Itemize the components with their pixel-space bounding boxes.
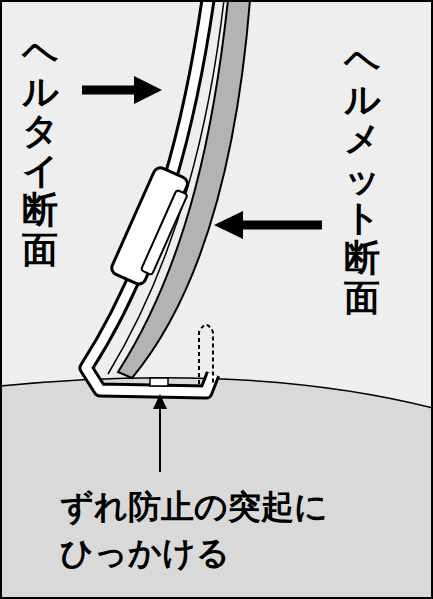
tie-clip	[110, 166, 194, 288]
note-label: ずれ防止の突起に ひっかける	[60, 484, 360, 575]
pointer-arrow	[238, 221, 322, 230]
part-label: ヘルタイ断面	[22, 32, 58, 270]
protrusion-hook	[150, 378, 168, 386]
arrowhead	[214, 211, 243, 239]
pointer-arrow	[82, 86, 140, 95]
ground-region	[0, 378, 433, 599]
tie-strap	[86, 0, 213, 392]
anti-slip-protrusion	[199, 325, 213, 384]
leader-line	[159, 406, 161, 472]
tie-inner-edge	[108, 0, 224, 374]
tie-strap-outline	[86, 0, 213, 392]
arrowhead	[134, 76, 162, 104]
arrowhead	[153, 394, 167, 409]
part-label: ヘルメット断面	[344, 40, 380, 317]
